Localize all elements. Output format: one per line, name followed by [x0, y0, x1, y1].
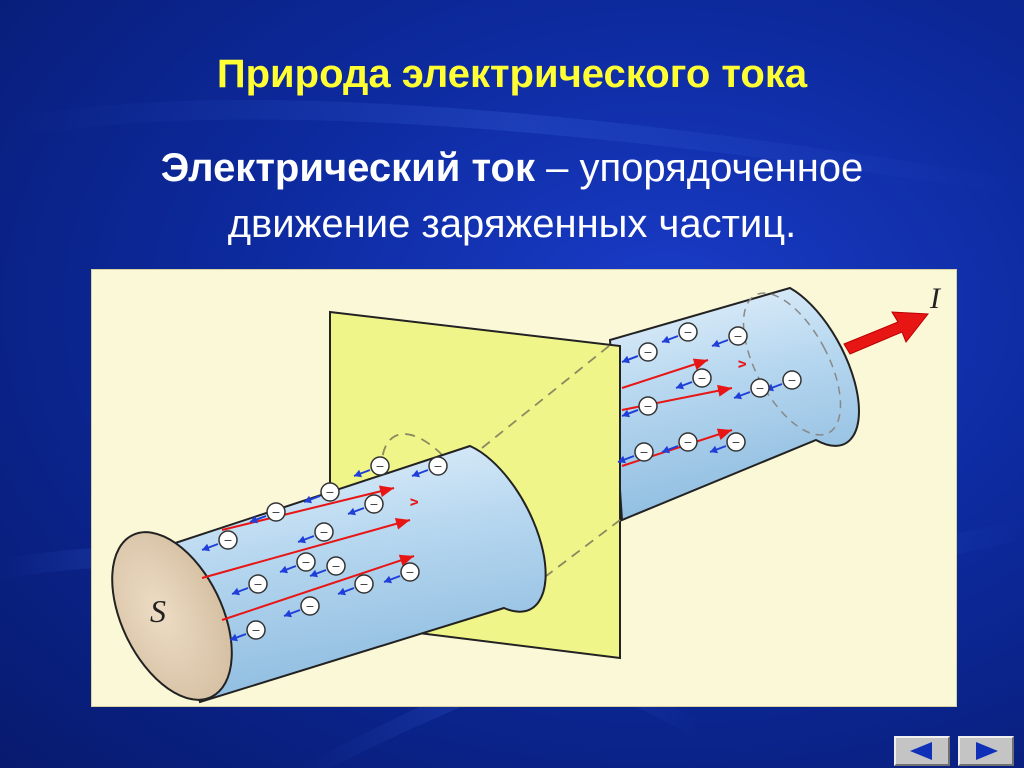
definition-line-1: Электрический ток – упорядоченное	[0, 140, 1024, 196]
svg-text:−: −	[251, 624, 260, 637]
svg-text:−: −	[683, 326, 692, 339]
svg-text:−: −	[787, 374, 796, 387]
definition-text: Электрический ток – упорядоченное движен…	[0, 140, 1024, 252]
svg-text:−: −	[253, 578, 262, 591]
svg-text:−: −	[405, 566, 414, 579]
svg-text:−: −	[305, 600, 314, 613]
triangle-left-icon	[910, 742, 932, 760]
current-arrow-4	[621, 359, 709, 389]
electron-12: −	[337, 574, 374, 596]
svg-text:−: −	[359, 578, 368, 591]
svg-text:−: −	[375, 460, 384, 473]
svg-text:−: −	[643, 400, 652, 413]
current-arrow-3	[221, 555, 415, 621]
current-arrowhead-3	[398, 554, 414, 567]
electron-2: −	[249, 502, 286, 524]
electron-24: −	[709, 432, 746, 454]
current-label: I	[929, 282, 942, 315]
velocity-label-far: v	[733, 360, 749, 368]
current-arrowhead-2	[394, 517, 410, 530]
electron-18: −	[765, 370, 802, 392]
electron-16: −	[661, 322, 698, 344]
electrons: − − − − − − − − − − − − − − − − − − − − − − − −	[201, 322, 802, 642]
velocity-marker-far: v	[733, 360, 749, 368]
current-arrowhead-6	[716, 428, 732, 441]
current-arrowhead-4	[692, 358, 708, 371]
previous-slide-button[interactable]	[894, 736, 950, 766]
current-arrowhead-5	[717, 384, 732, 397]
svg-text:−: −	[331, 560, 340, 573]
cross-section-area	[111, 531, 233, 701]
electron-14: −	[309, 556, 346, 578]
svg-text:−: −	[369, 498, 378, 511]
svg-text:−: −	[325, 486, 334, 499]
svg-text:−: −	[731, 436, 740, 449]
electron-5: −	[411, 456, 448, 478]
definition-rest: – упорядоченное	[534, 146, 864, 190]
definition-term: Электрический ток	[160, 146, 535, 190]
electron-3: −	[303, 482, 340, 504]
electron-19: −	[733, 378, 770, 400]
electron-15: −	[621, 342, 658, 364]
electron-17: −	[711, 326, 748, 348]
definition-line-2: движение заряженных частиц.	[227, 202, 797, 246]
slide-title: Природа электрического тока	[216, 52, 808, 96]
electron-8: −	[347, 494, 384, 516]
electron-11: −	[283, 596, 320, 618]
velocity-marker-near: v	[405, 498, 421, 506]
electron-22: −	[617, 442, 654, 464]
current-arrowhead-1	[378, 485, 394, 498]
current-arrow-1	[221, 487, 395, 531]
next-slide-button[interactable]	[958, 736, 1014, 766]
conductor-diagram: S I v v − − − − − − − − − − − − − − − − − − − − − − − −	[92, 270, 956, 706]
area-label: S	[150, 593, 166, 629]
electron-4: −	[353, 456, 390, 478]
svg-text:−: −	[683, 436, 692, 449]
electron-9: −	[297, 522, 334, 544]
svg-text:−: −	[639, 446, 648, 459]
svg-text:−: −	[697, 372, 706, 385]
svg-text:−: −	[319, 526, 328, 539]
electron-10: −	[229, 620, 266, 642]
electron-23: −	[661, 432, 698, 454]
electron-13: −	[383, 562, 420, 584]
svg-text:−: −	[223, 534, 232, 547]
svg-text:−: −	[433, 460, 442, 473]
electron-20: −	[621, 396, 658, 418]
electron-7: −	[279, 552, 316, 574]
svg-text:−: −	[271, 506, 280, 519]
diagram-canvas: S I v v − − − − − − − − − − − − − − − − − − − − − − − −	[111, 282, 942, 704]
svg-text:−: −	[301, 556, 310, 569]
svg-text:−: −	[643, 346, 652, 359]
current-arrow-2	[201, 519, 411, 579]
conductor-near-segment	[111, 444, 547, 704]
svg-text:−: −	[733, 330, 742, 343]
svg-text:−: −	[755, 382, 764, 395]
electron-6: −	[231, 574, 268, 596]
velocity-label-near: v	[405, 498, 421, 506]
triangle-right-icon	[976, 742, 998, 760]
current-direction-arrow	[843, 311, 929, 355]
electron-21: −	[675, 368, 712, 390]
electron-1: −	[201, 530, 238, 552]
